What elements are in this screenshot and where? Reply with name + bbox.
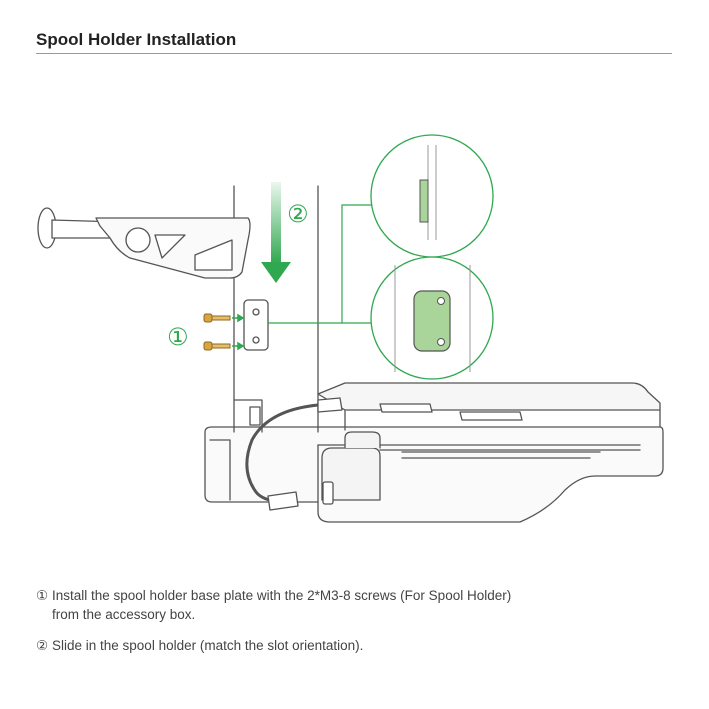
print-bed [317,382,661,431]
printer-base [204,426,664,523]
screws [203,313,231,351]
spool-holder [37,207,251,279]
step-2-text: Slide in the spool holder (match the slo… [52,638,364,653]
step-1-text: Install the spool holder base plate with… [52,588,512,603]
screw-arrows [232,313,245,351]
step-2-marker: ② [36,638,49,653]
callout-number-1: ① [167,323,189,351]
page-title: Spool Holder Installation [36,30,237,49]
slide-down-arrow [261,182,291,283]
base-plate [243,299,269,351]
step-1-marker: ① [36,588,49,603]
detail-slot-view [370,134,494,258]
detail-plate-view [370,256,494,380]
cable [245,403,320,504]
step-1-text-cont: from the accessory box. [52,607,196,622]
title-divider [36,53,672,54]
callout-number-2: ② [287,200,309,228]
